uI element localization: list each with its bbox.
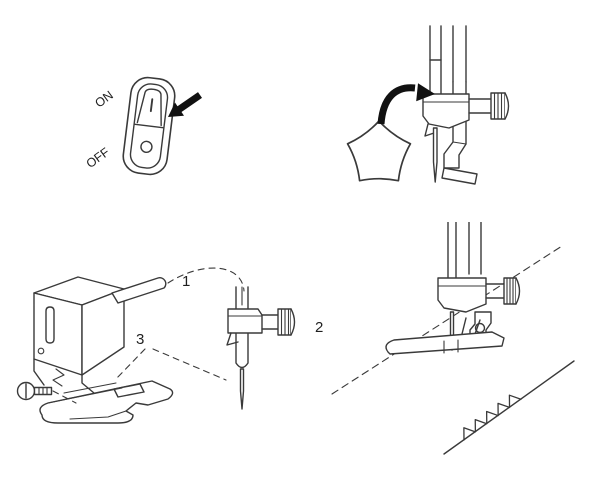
needle-bar (447, 222, 457, 279)
needle-clamp-panel (346, 25, 510, 185)
presser-foot (385, 317, 505, 355)
presser-foot (39, 380, 174, 424)
presser-bar (452, 25, 467, 83)
needle-clamp (437, 277, 487, 313)
press-direction-arrow-icon (168, 92, 202, 117)
off-symbol-icon (140, 140, 153, 154)
on-label: ON (92, 88, 115, 110)
part3-label: 3 (136, 331, 144, 348)
connector-part1-part2 (167, 267, 245, 292)
needle-clamp (422, 93, 470, 137)
overcasting-panel (331, 222, 575, 455)
foot-holder-body (33, 276, 125, 376)
power-switch (122, 76, 176, 176)
needle-bar (429, 25, 442, 95)
off-label: OFF (85, 145, 112, 171)
zigzag-stitch-icon (463, 394, 522, 441)
connector-part3-needle (152, 348, 227, 381)
clamp-screw (468, 92, 510, 120)
needle (432, 127, 438, 183)
curved-arrow-icon (377, 83, 435, 125)
part2-label: 2 (315, 319, 323, 336)
foot-holder-parts-panel: 1 2 3 (16, 267, 323, 424)
shank-pin (111, 277, 167, 304)
fabric-edge-dashed-line (331, 245, 563, 395)
part1-label: 1 (182, 273, 190, 290)
connector-part3-foot (115, 348, 146, 380)
clamp-screw (485, 277, 521, 305)
setscrew (16, 381, 53, 401)
on-symbol-icon (149, 98, 154, 113)
presser-bar (468, 222, 482, 275)
screwdriver-disc-icon (346, 120, 412, 182)
power-switch-panel: ON OFF (85, 76, 202, 176)
connector-screw-foot (52, 390, 77, 404)
needle-clamp-assembly (226, 286, 296, 410)
